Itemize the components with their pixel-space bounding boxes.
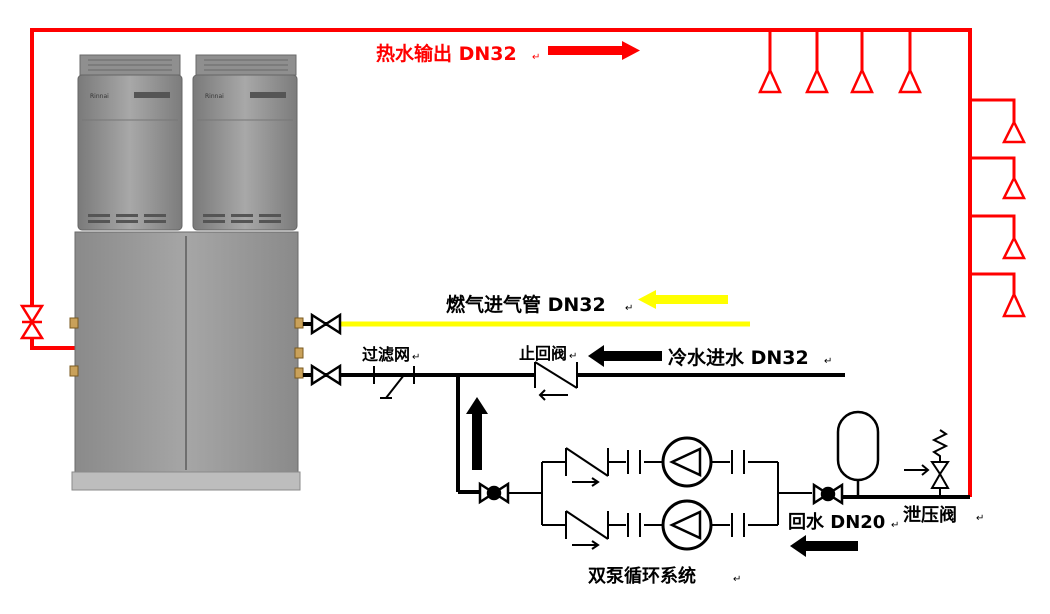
heater-brand-left: Rinnai <box>90 93 109 100</box>
return-mark: ↵ <box>532 52 540 63</box>
check-valve-icon[interactable] <box>534 361 578 401</box>
pump-branch-lower <box>542 499 778 551</box>
sprinkler-outlets <box>758 66 1027 318</box>
sprinkler-outlet-icon <box>1002 290 1026 318</box>
upward-flow-arrow-icon <box>466 397 488 470</box>
heater-right: Rinnai <box>192 54 298 231</box>
cold-water-flow-arrow-icon <box>588 345 662 367</box>
heater-display-left <box>134 92 170 98</box>
check-valve-label: 止回阀 <box>519 344 567 363</box>
hot-water-main-pipe <box>30 28 972 497</box>
hot-water-flow-arrow-icon <box>548 41 640 60</box>
return-mark: ↵ <box>733 574 741 585</box>
expansion-tank-icon[interactable] <box>836 410 880 497</box>
water-heater-unit: Rinnai Rinnai <box>69 54 304 491</box>
cold-water-inlet-label: 冷水进水 DN32 <box>668 346 809 369</box>
gas-flow-arrow-icon <box>638 290 728 309</box>
return-mark: ↵ <box>625 303 633 314</box>
gas-inlet-label: 燃气进气管 DN32 <box>446 293 606 316</box>
hot-water-loop <box>30 28 1016 497</box>
relief-valve-icon[interactable] <box>904 429 950 497</box>
stub-right-water <box>294 367 304 379</box>
stub-left-1 <box>69 317 79 329</box>
relief-valve-label: 泄压阀 <box>903 504 957 526</box>
stub-right-gas <box>294 317 304 329</box>
ball-valve-icon[interactable] <box>812 482 844 506</box>
return-mark: ↵ <box>976 513 984 524</box>
gate-valve-icon[interactable] <box>19 304 45 340</box>
return-mark: ↵ <box>891 520 899 531</box>
cold-water-line: 过滤网 ↵ 止回阀 ↵ 冷水进水 DN32 ↵ <box>303 344 845 401</box>
heater-display-right <box>250 92 286 98</box>
cabinet-base <box>71 471 301 491</box>
return-mark: ↵ <box>412 352 420 363</box>
return-mark: ↵ <box>824 356 832 367</box>
sprinkler-outlet-icon <box>1001 235 1027 260</box>
stub-left-2 <box>69 365 79 377</box>
outlet-branch-1 <box>970 98 1016 122</box>
sprinkler-outlet-icon <box>1001 119 1027 144</box>
sprinkler-outlet-icon <box>898 66 922 94</box>
filter-label: 过滤网 <box>362 345 410 364</box>
outlet-branch-2 <box>970 156 1016 178</box>
outlet-branch-4 <box>970 272 1016 294</box>
sprinkler-outlet-icon <box>805 66 829 94</box>
return-pump-loop: 回水 DN20 ↵ 泄压阀 ↵ 双泵循环系统 ↵ <box>456 375 984 587</box>
stub-right-mid <box>294 347 304 359</box>
gas-line: 燃气进气管 DN32 ↵ <box>303 290 750 336</box>
dual-pump-label: 双泵循环系统 <box>588 565 696 587</box>
strainer-icon[interactable] <box>373 366 415 399</box>
sprinkler-outlet-icon <box>850 66 874 94</box>
hot-water-output-label: 热水输出 DN32 <box>376 42 517 65</box>
pump-branch-upper <box>542 436 778 488</box>
gate-valve-icon[interactable] <box>310 363 342 387</box>
return-water-label: 回水 DN20 <box>788 511 885 533</box>
gate-valve-icon[interactable] <box>310 312 342 336</box>
sprinkler-outlet-icon <box>758 66 782 94</box>
sprinkler-outlet-icon <box>1001 175 1027 200</box>
heater-left: Rinnai <box>77 54 183 231</box>
heater-brand-right: Rinnai <box>205 93 224 100</box>
outlet-branch-3 <box>970 214 1016 238</box>
ball-valve-icon[interactable] <box>478 481 510 505</box>
return-flow-arrow-icon <box>790 535 858 557</box>
return-mark: ↵ <box>569 351 577 362</box>
